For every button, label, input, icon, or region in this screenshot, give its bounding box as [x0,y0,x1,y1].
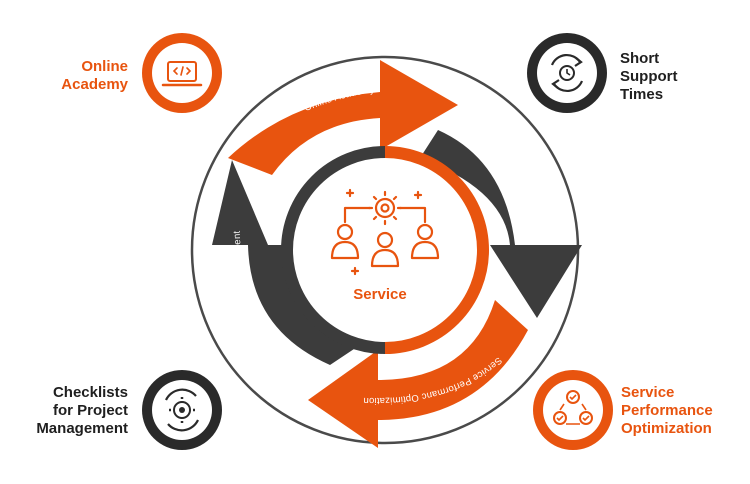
arrow-online-academy [228,60,458,175]
arrow-service-performance-optimization [308,300,528,448]
center-ring-orange [384,146,489,354]
label-checklists: Checklists for Project Management [36,384,128,437]
checklist-cycle-icon [533,370,613,450]
arrow-short-support-times [420,130,582,318]
center-ring-dark [281,146,386,354]
label-service-performance-optimization: Service Performance Optimization [621,384,713,437]
label-online-academy: Online Academy [61,58,128,93]
clock-refresh-icon [527,33,607,113]
team-gear-icon [330,188,440,276]
gear-cycle-icon [142,370,222,450]
laptop-code-icon [142,33,222,113]
label-short-support-times: Short Support Times [620,50,678,103]
center-title: Service [353,286,407,303]
